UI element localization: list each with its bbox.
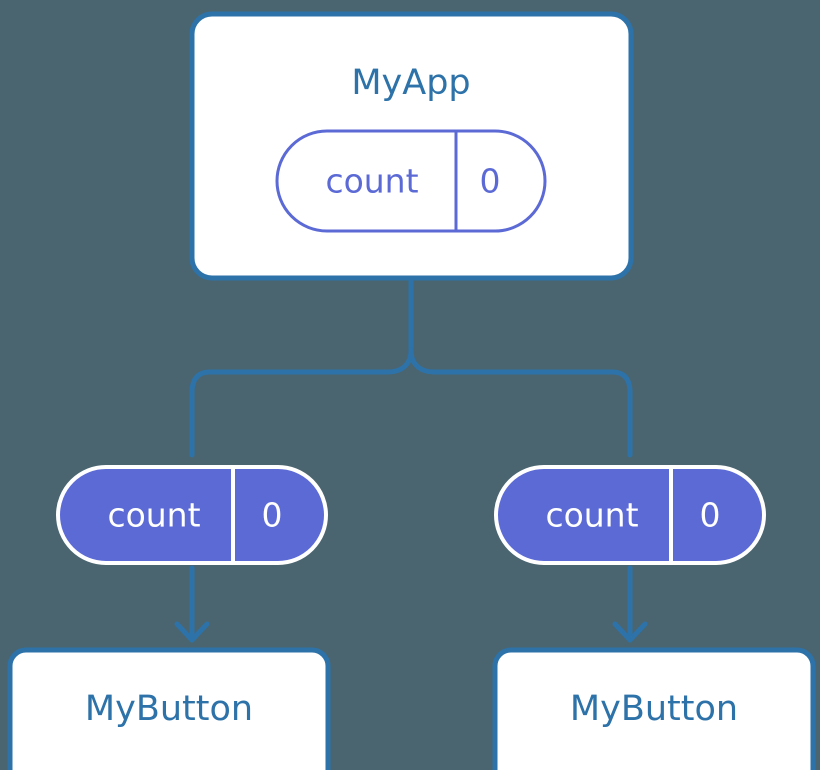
- connector-group: [189, 275, 633, 458]
- right-arrow-head-icon: [612, 621, 648, 643]
- branch-right: count 0 MyButton: [492, 465, 816, 770]
- branch-left: count 0 MyButton: [7, 465, 331, 770]
- myapp-title: MyApp: [351, 63, 470, 103]
- node-mybutton-left[interactable]: MyButton: [7, 647, 331, 770]
- myapp-state-key: count: [325, 162, 418, 201]
- connector-branch-left: [189, 347, 414, 458]
- myapp-state-pill-body[interactable]: [275, 129, 547, 233]
- left-arrow-head-icon: [174, 621, 210, 643]
- mybutton-left-box[interactable]: [7, 647, 331, 770]
- right-state-key: count: [545, 496, 638, 535]
- node-myapp[interactable]: MyApp count 0: [189, 11, 634, 281]
- left-arrow: [174, 565, 210, 643]
- right-state-pill[interactable]: count 0: [494, 465, 766, 565]
- right-arrow: [612, 565, 648, 643]
- connector-branch-right: [408, 347, 633, 458]
- myapp-state-value: 0: [480, 162, 501, 201]
- myapp-state-pill[interactable]: count 0: [275, 129, 547, 233]
- right-state-value: 0: [700, 496, 721, 535]
- left-state-key: count: [107, 496, 200, 535]
- node-mybutton-right[interactable]: MyButton: [492, 647, 816, 770]
- right-state-pill-body[interactable]: [494, 465, 766, 565]
- mybutton-left-title: MyButton: [85, 689, 253, 729]
- left-state-pill[interactable]: count 0: [56, 465, 328, 565]
- mybutton-right-title: MyButton: [570, 689, 738, 729]
- left-state-pill-body[interactable]: [56, 465, 328, 565]
- left-state-value: 0: [262, 496, 283, 535]
- mybutton-right-box[interactable]: [492, 647, 816, 770]
